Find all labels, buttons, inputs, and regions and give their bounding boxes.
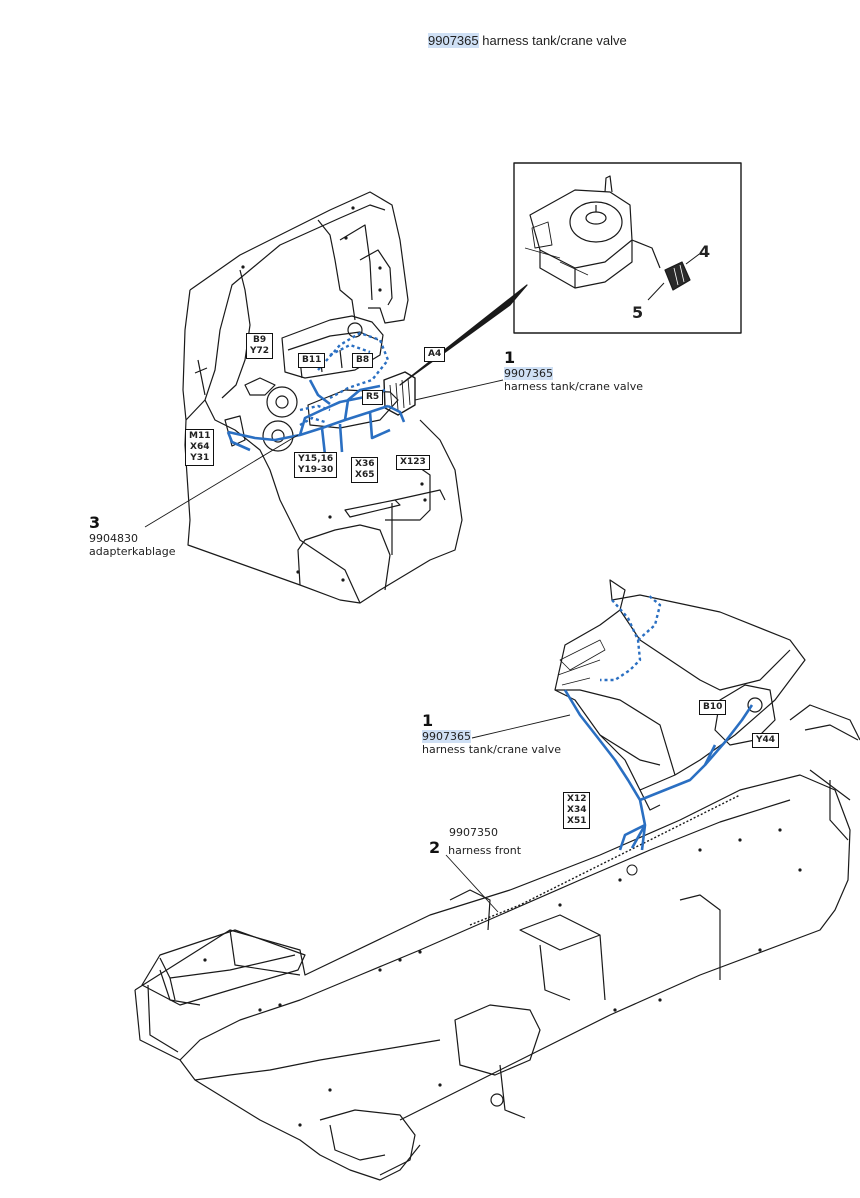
header-part-number: 9907365 <box>428 33 479 48</box>
callout-part-number: 9904830 <box>89 532 138 545</box>
connector-tag-b8: B8 <box>352 353 374 368</box>
callout-1-bottom: 1 9907365 harness tank/crane valve <box>422 712 561 756</box>
callout-number: 1 <box>422 711 434 730</box>
callout-2: 9907350 2 harness front <box>429 826 521 857</box>
connector-tag-b10: B10 <box>699 700 727 715</box>
header-description: harness tank/crane valve <box>482 33 627 48</box>
top-assembly-drawing <box>182 191 528 604</box>
inset-detail <box>513 162 742 334</box>
inset-label-4: 4 <box>699 242 711 261</box>
connector-tag-y44: Y44 <box>752 733 780 748</box>
header: 9907365 harness tank/crane valve <box>428 33 627 48</box>
bottom-leader-lines <box>445 714 571 913</box>
connector-tag-r5: R5 <box>362 390 384 405</box>
callout-description: adapterkablage <box>89 545 176 558</box>
callout-description: harness tank/crane valve <box>422 743 561 756</box>
callout-number: 2 <box>429 838 441 857</box>
chassis-drawing <box>134 579 860 1181</box>
connector-tag-x36-x65: X36 X65 <box>351 457 379 483</box>
connector-tag-y15-y30: Y15,16 Y19-30 <box>294 452 338 478</box>
callout-number: 1 <box>504 348 516 367</box>
callout-part-number: 9907365 <box>504 367 553 380</box>
inset-label-5: 5 <box>632 303 644 322</box>
callout-description: harness tank/crane valve <box>504 380 643 393</box>
connector-tag-b11: B11 <box>298 353 326 368</box>
callout-part-number: 9907350 <box>449 826 498 839</box>
connector-tag-x12-x34-x51: X12 X34 X51 <box>563 792 591 829</box>
connector-tag-x123: X123 <box>396 455 430 470</box>
connector-tag-b9-y72: B9 Y72 <box>246 333 274 359</box>
connector-tag-m11-x64-y31: M11 X64 Y31 <box>185 429 215 466</box>
top-leader-lines <box>144 379 504 528</box>
connector-tag-a4: A4 <box>424 347 446 362</box>
callout-3: 3 9904830 adapterkablage <box>89 513 176 559</box>
callout-1-top: 1 9907365 harness tank/crane valve <box>504 349 643 393</box>
callout-description: harness front <box>448 844 522 857</box>
callout-part-number: 9907365 <box>422 730 471 743</box>
callout-number: 3 <box>89 513 101 532</box>
